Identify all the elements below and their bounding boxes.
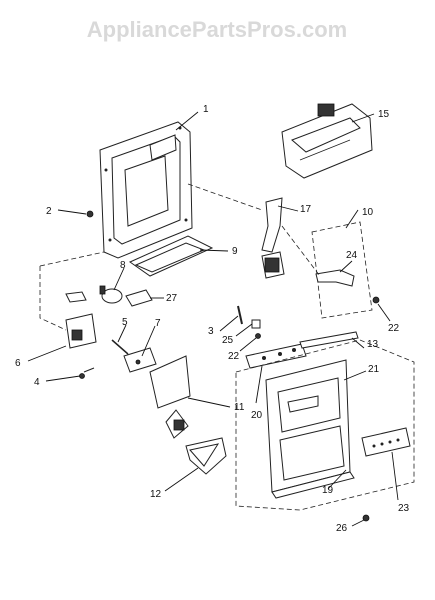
callout-22-left: 22 — [228, 351, 240, 362]
connector-lines — [39, 183, 321, 331]
part-pin — [111, 339, 129, 355]
part-clip-25 — [251, 319, 261, 329]
part-paddle-arm — [149, 355, 191, 439]
callout-12: 12 — [150, 489, 162, 500]
callout-27: 27 — [166, 293, 178, 304]
part-actuator-arm — [315, 269, 355, 287]
part-screw-22-right — [372, 296, 380, 304]
callout-7: 7 — [155, 318, 161, 329]
callout-19: 19 — [322, 485, 334, 496]
part-bracket — [123, 347, 157, 373]
part-light-bar — [245, 343, 307, 369]
callout-2: 2 — [46, 206, 52, 217]
part-motor-assembly — [281, 103, 373, 179]
callout-17: 17 — [300, 204, 312, 215]
part-dashed-region-10 — [311, 221, 373, 319]
callout-8: 8 — [120, 260, 126, 271]
callout-10: 10 — [362, 207, 374, 218]
callout-24: 24 — [346, 250, 358, 261]
part-housing-frame — [99, 121, 193, 259]
callout-11: 11 — [234, 402, 245, 413]
part-screw-2 — [86, 210, 94, 218]
callout-9: 9 — [232, 246, 238, 257]
part-front-panel — [265, 359, 351, 493]
callout-15: 15 — [378, 109, 390, 120]
callout-6: 6 — [15, 358, 21, 369]
part-screw-26 — [362, 514, 370, 522]
callout-26: 26 — [336, 523, 348, 534]
part-screw-22-left — [255, 333, 261, 339]
part-lever — [261, 197, 285, 279]
part-dispenser-outline — [235, 339, 415, 511]
leader-lines — [27, 111, 399, 527]
part-block — [125, 289, 153, 307]
callout-1: 1 — [203, 104, 209, 115]
watermark-text: AppliancePartsPros.com — [87, 17, 347, 42]
part-trim-strip — [299, 331, 359, 349]
part-funnel — [185, 437, 227, 475]
callout-3: 3 — [208, 326, 214, 337]
callout-labels: 1 2 3 4 5 6 7 8 9 10 11 12 13 15 17 19 2… — [15, 104, 410, 534]
part-pin-3 — [237, 305, 243, 325]
callout-20: 20 — [251, 410, 263, 421]
callout-5: 5 — [122, 317, 128, 328]
callout-22-right: 22 — [388, 323, 400, 334]
part-panel-edge — [271, 471, 355, 499]
part-control-label — [361, 427, 411, 457]
part-screw-4 — [79, 367, 95, 379]
part-actuator-switch — [65, 291, 97, 349]
part-solenoid — [99, 285, 123, 304]
callout-25: 25 — [222, 335, 234, 346]
callout-23: 23 — [398, 503, 410, 514]
callout-21: 21 — [368, 364, 380, 375]
callout-4: 4 — [34, 377, 40, 388]
callout-13: 13 — [367, 339, 379, 350]
